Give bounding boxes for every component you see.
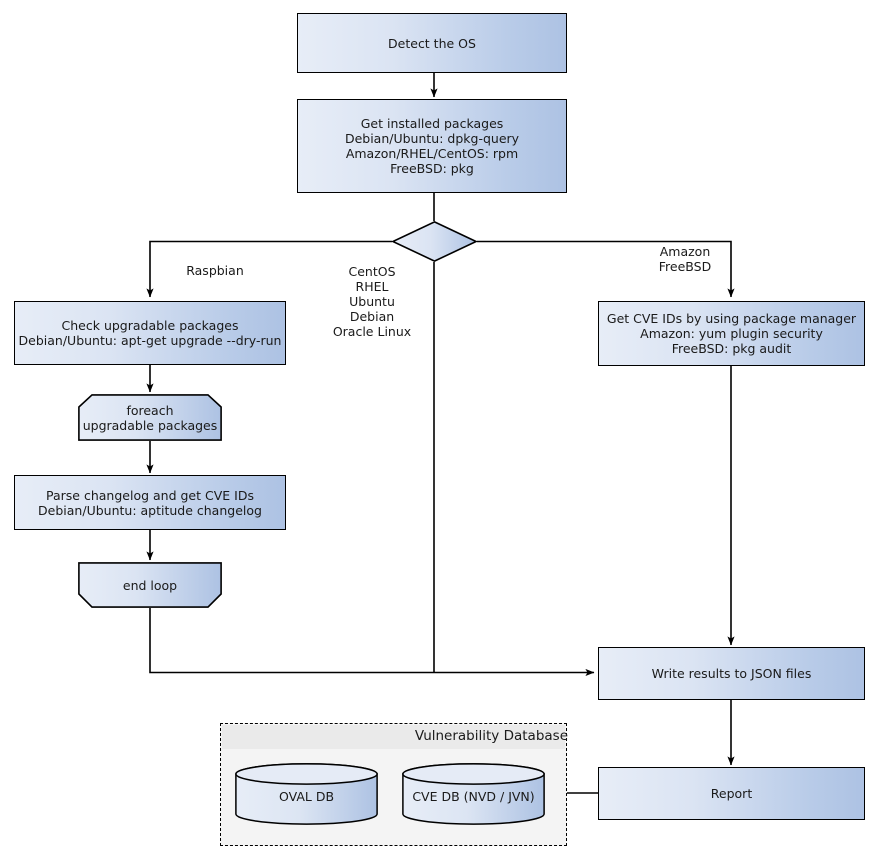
edge-label-raspbian: Raspbian xyxy=(186,263,244,278)
node-check-upgradable[interactable]: Check upgradable packages Debian/Ubuntu:… xyxy=(14,301,286,365)
group-vulnerability-database-title: Vulnerability Database xyxy=(414,728,568,744)
database-cve-db-label: CVE DB (NVD / JVN) xyxy=(412,789,535,804)
node-write-results[interactable]: Write results to JSON files xyxy=(598,647,865,700)
database-cve-db[interactable]: CVE DB (NVD / JVN) xyxy=(402,763,545,825)
node-end-loop[interactable]: end loop xyxy=(78,562,222,608)
edge-label-center-distros: CentOS RHEL Ubuntu Debian Oracle Linux xyxy=(332,264,412,339)
node-get-installed-packages[interactable]: Get installed packages Debian/Ubuntu: dp… xyxy=(297,99,567,193)
node-os-decision-label xyxy=(392,221,477,262)
edge-label-amazon-freebsd: Amazon FreeBSD xyxy=(658,244,712,274)
node-check-upgradable-label: Check upgradable packages Debian/Ubuntu:… xyxy=(18,318,282,348)
edge-decision-right xyxy=(477,240,735,298)
edge-decision-left xyxy=(146,240,392,298)
node-detect-os[interactable]: Detect the OS xyxy=(297,13,567,73)
node-get-installed-packages-label: Get installed packages Debian/Ubuntu: dp… xyxy=(344,116,520,176)
group-vulnerability-database-titlebar xyxy=(222,725,565,749)
node-write-results-label: Write results to JSON files xyxy=(651,666,812,681)
node-get-cve-ids-label: Get CVE IDs by using package manager Ama… xyxy=(606,311,857,356)
node-foreach-loop[interactable]: foreach upgradable packages xyxy=(78,394,222,441)
node-os-decision[interactable] xyxy=(391,221,478,262)
edge-endloop-to-write xyxy=(149,608,595,677)
node-end-loop-label: end loop xyxy=(122,577,178,593)
database-oval-db[interactable]: OVAL DB xyxy=(235,763,378,825)
node-report[interactable]: Report xyxy=(598,767,865,820)
node-detect-os-label: Detect the OS xyxy=(388,35,476,51)
node-get-cve-ids[interactable]: Get CVE IDs by using package manager Ama… xyxy=(598,301,865,366)
database-oval-db-label: OVAL DB xyxy=(278,789,335,804)
node-foreach-loop-label: foreach upgradable packages xyxy=(82,402,218,433)
node-parse-changelog-label: Parse changelog and get CVE IDs Debian/U… xyxy=(38,487,262,518)
node-parse-changelog[interactable]: Parse changelog and get CVE IDs Debian/U… xyxy=(14,475,286,530)
node-report-label: Report xyxy=(710,786,753,801)
